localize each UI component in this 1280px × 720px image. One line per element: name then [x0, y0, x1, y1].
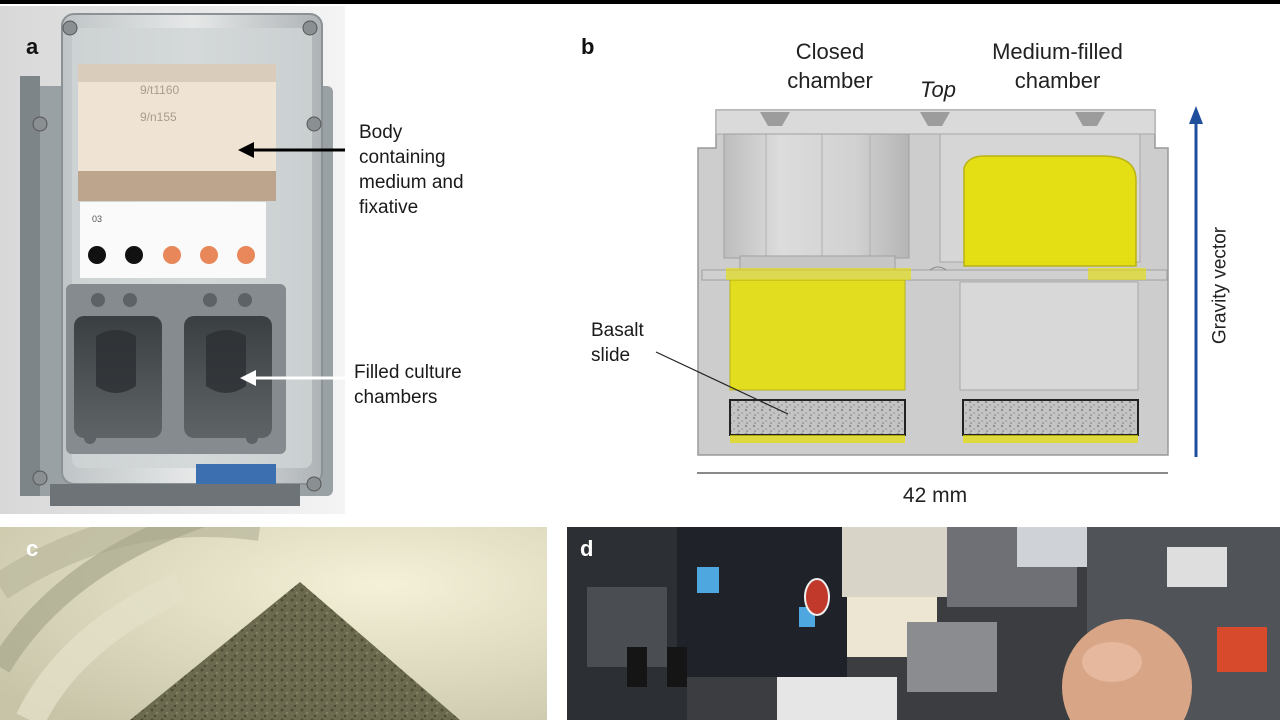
- orange-dot: [237, 246, 255, 264]
- screw-icon: [302, 20, 318, 36]
- panel-d-letter: d: [580, 536, 594, 561]
- hardware-photo: 9/t1160 9/n155 03: [0, 6, 345, 514]
- top-border: [0, 0, 1280, 4]
- medium-chamber-label: Medium-filled chamber: [992, 39, 1123, 93]
- chambers-annotation: Filled culture chambers: [354, 362, 462, 408]
- closed-chamber-label: Closed chamber: [787, 39, 873, 93]
- black-dot: [88, 246, 106, 264]
- iss-photo: [567, 527, 1280, 720]
- svg-text:9/t1160: 9/t1160: [140, 83, 179, 97]
- orange-dot: [200, 246, 218, 264]
- top-label: Top: [920, 77, 956, 102]
- mission-patch: [804, 578, 830, 616]
- panel-b-letter: b: [581, 34, 595, 59]
- basalt-sample-photo: [0, 527, 547, 720]
- scale-label: 42 mm: [902, 484, 968, 507]
- basalt-slide-right: [962, 399, 1139, 436]
- chamber-cross-section: [655, 106, 1203, 474]
- basalt-leader: [655, 351, 789, 415]
- black-dot: [125, 246, 143, 264]
- basalt-slide-left: [729, 399, 906, 436]
- svg-text:9/n155: 9/n155: [140, 110, 177, 124]
- gravity-arrowhead: [1189, 106, 1203, 124]
- screw-icon: [32, 116, 48, 132]
- screw-icon: [306, 476, 322, 492]
- panel-c-letter: c: [26, 536, 39, 561]
- panel-a-letter: a: [26, 34, 39, 59]
- basalt-slide-label: Basalt slide: [591, 320, 644, 366]
- screw-icon: [62, 20, 78, 36]
- medium-fill: [963, 155, 1137, 267]
- closed-chamber-fill: [729, 279, 906, 391]
- screw-icon: [306, 116, 322, 132]
- colored-dot-tag: [80, 202, 266, 278]
- body-annotation: Body containing medium and fixative: [359, 122, 464, 218]
- orange-dot: [163, 246, 181, 264]
- screw-icon: [32, 470, 48, 486]
- svg-text:03: 03: [92, 214, 102, 224]
